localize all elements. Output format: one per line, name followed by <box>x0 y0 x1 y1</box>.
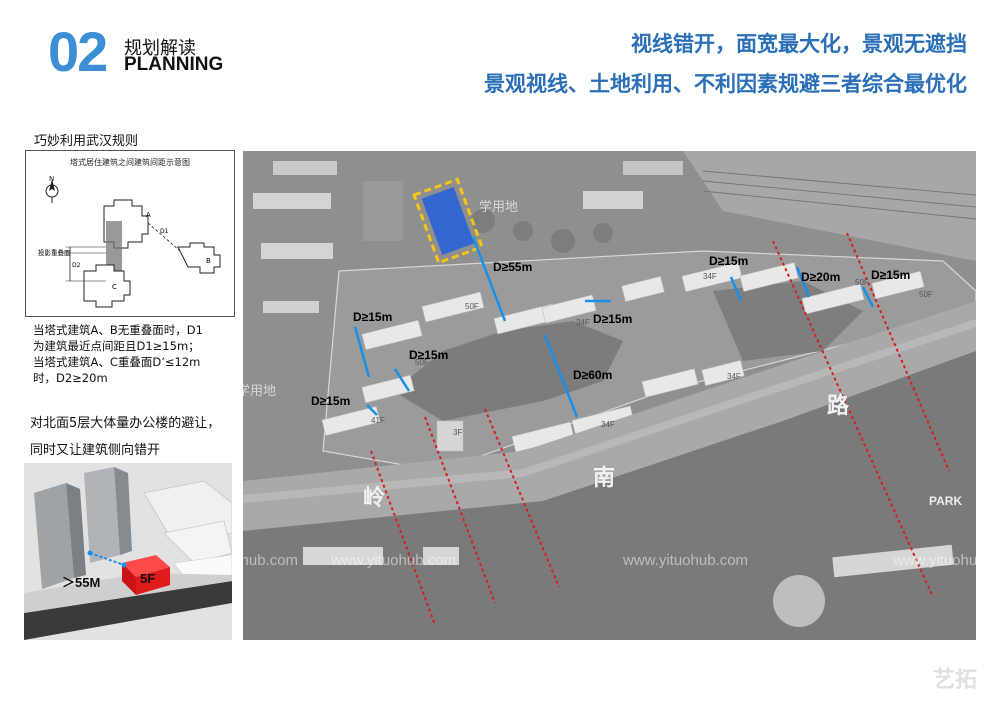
office-render-3d: ＞55M 5F <box>24 463 232 640</box>
headline-primary: 视线错开，面宽最大化，景观无遮挡 <box>631 32 967 56</box>
lingnan-road <box>243 301 976 531</box>
distance-label-55: D≥55m <box>493 260 532 274</box>
sightlines <box>370 232 950 626</box>
diagram-title: 塔式居住建筑之间建筑间距示意图 <box>70 158 190 167</box>
watermark-url: www.yituohub.com <box>622 552 748 569</box>
spacing-rules-diagram: 塔式居住建筑之间建筑间距示意图 N A C B D1 D2 投影重叠面 <box>25 150 235 317</box>
tower-c-shape <box>83 264 131 308</box>
distance-label-60: D≥60m <box>573 368 612 382</box>
distance-label-15: D≥15m <box>409 348 448 362</box>
floor-label: 34F <box>703 272 717 281</box>
section-title-cn: 规划解读 <box>124 38 196 59</box>
land-use-label: 学用地 <box>479 199 518 215</box>
tower-c-label: C <box>112 283 117 291</box>
render-drawing: ＞55M 5F <box>24 463 232 640</box>
office-avoidance-text: 同时又让建筑侧向错开 <box>30 443 161 458</box>
distance-label-20: D≥20m <box>801 270 840 284</box>
park-label: PARK <box>929 494 962 508</box>
section-title-en: PLANNING <box>124 54 224 75</box>
floor-label: 34F <box>601 420 615 429</box>
north-arrow-icon <box>45 179 59 203</box>
north-label: N <box>49 175 54 183</box>
land-use-label: 学用地 <box>243 383 276 399</box>
floor-label: 50F <box>465 302 479 311</box>
road-name-char: 路 <box>827 393 850 419</box>
rules-heading: 巧妙利用武汉规则 <box>34 134 139 149</box>
office-block-5f <box>122 555 170 595</box>
brand-watermark: 艺拓 <box>932 668 977 693</box>
tower-b-shape <box>177 242 221 274</box>
watermark-url: www.yituohub.com <box>892 552 976 569</box>
render-floor-label: 5F <box>140 571 155 586</box>
watermark-url: www.yituohub.com <box>243 552 298 569</box>
road-name-char: 岭 <box>363 485 385 511</box>
headline-secondary: 景观视线、土地利用、不利因素规避三者综合最优化 <box>484 72 967 96</box>
overlap-face-label: 投影重叠面 <box>38 248 71 257</box>
d1-label: D1 <box>160 228 169 235</box>
tower-a-label: A <box>146 211 151 219</box>
floor-label: 50F <box>415 358 429 367</box>
d2-label: D2 <box>72 262 81 269</box>
site-plan: D≥55m D≥15m D≥15m D≥15m D≥15m D≥20m D≥15… <box>243 151 976 640</box>
distance-label-15: D≥15m <box>709 254 748 268</box>
distance-label-15: D≥15m <box>593 312 632 326</box>
school-plot <box>412 177 484 265</box>
site-plan-drawing: D≥55m D≥15m D≥15m D≥15m D≥15m D≥20m D≥15… <box>243 151 976 640</box>
residential-towers <box>321 261 925 453</box>
distance-label-15: D≥15m <box>311 394 350 408</box>
render-distance-label: ＞55M <box>62 575 100 590</box>
distance-label-15: D≥15m <box>871 268 910 282</box>
road-name-char: 南 <box>593 466 615 491</box>
rules-note: 为建筑最近点间距且D1≥15m； <box>33 339 200 353</box>
floor-label: 3F <box>453 428 462 437</box>
floor-label: 41F <box>371 416 385 425</box>
watermark-url: www.yituohub.com <box>330 552 456 569</box>
distance-arrows <box>353 236 875 418</box>
distance-label-15: D≥15m <box>353 310 392 324</box>
tower-b-label: B <box>206 257 211 265</box>
office-avoidance-text: 对北面5层大体量办公楼的避让， <box>30 416 221 431</box>
rules-note: 时，D2≥20m <box>33 371 108 385</box>
rules-note: 当塔式建筑A、B无重叠面时，D1 <box>33 323 203 337</box>
rules-diagram-drawing: N A C B D1 D2 投影重叠面 <box>38 175 221 308</box>
section-number: 02 <box>48 20 108 83</box>
floor-label: 34F <box>727 372 741 381</box>
rules-note: 当塔式建筑A、C重叠面D’≤12m <box>33 355 201 369</box>
floor-label: 50F <box>855 278 869 287</box>
floor-label: 34F <box>576 318 590 327</box>
floor-label: 50F <box>919 290 933 299</box>
